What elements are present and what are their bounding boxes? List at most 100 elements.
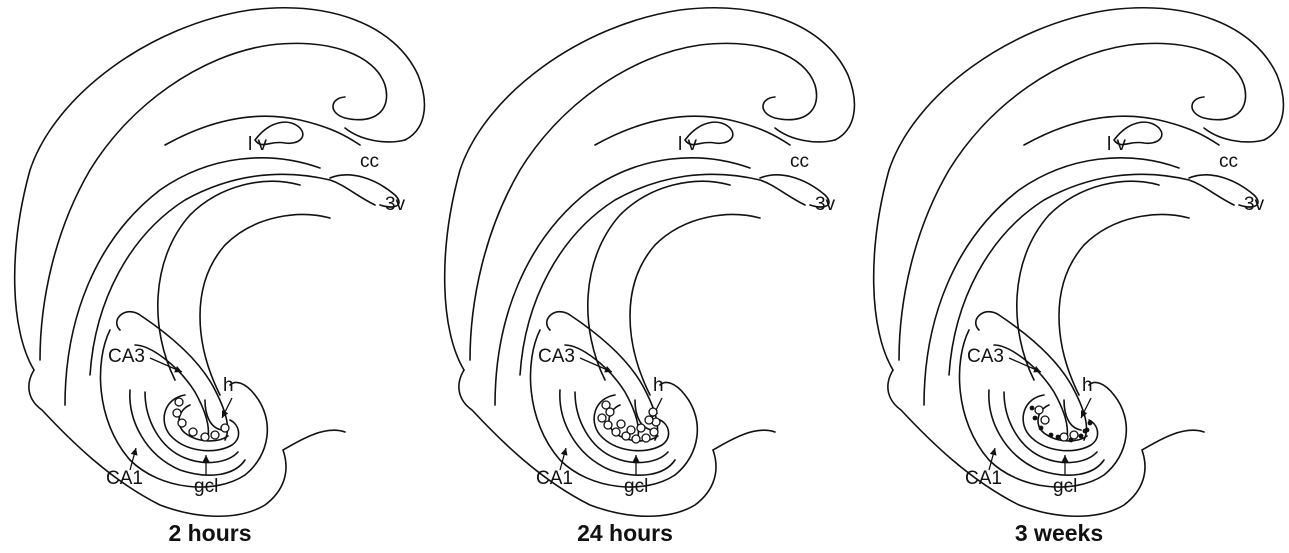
white-matter-arc-outer bbox=[65, 158, 320, 405]
thalamus-boundary bbox=[588, 181, 730, 380]
cingulate-fold bbox=[775, 128, 835, 142]
label-corpus-callosum: cc bbox=[1219, 151, 1238, 172]
labeled-cell-open bbox=[173, 409, 181, 417]
label-granule-cell-layer: gcl bbox=[1053, 476, 1077, 497]
panel-caption: 3 weeks bbox=[959, 520, 1159, 547]
label-corpus-callosum: cc bbox=[790, 151, 809, 172]
ca-field-inner bbox=[994, 345, 1067, 437]
gcl-arrow bbox=[203, 455, 210, 475]
labeled-cell-filled bbox=[1033, 416, 1038, 421]
arrow-head bbox=[1062, 455, 1069, 462]
thalamus-inner bbox=[200, 215, 330, 395]
label-hilus: h bbox=[653, 375, 664, 396]
labeled-cell-open bbox=[211, 431, 219, 439]
brain-section-drawing: l v cc 3v CA3 h CA1 gcl bbox=[859, 0, 1289, 553]
labeled-cell-open bbox=[175, 398, 183, 406]
white-matter-arc-inner bbox=[90, 174, 375, 375]
labeled-cell-open bbox=[1060, 433, 1068, 441]
labeled-cell-filled bbox=[1056, 435, 1061, 440]
white-matter-arc-outer bbox=[495, 158, 750, 405]
label-third-ventricle: 3v bbox=[385, 194, 406, 215]
labeled-cell-filled bbox=[1049, 433, 1054, 438]
arrow-head bbox=[203, 455, 210, 462]
labeled-cell-filled bbox=[1088, 421, 1093, 426]
labeled-cell-open bbox=[606, 408, 614, 416]
labeled-cell-open bbox=[604, 421, 612, 429]
labeled-cell-filled bbox=[1039, 426, 1044, 431]
labeled-cell-filled bbox=[1069, 438, 1074, 443]
temporal-lobe-contour bbox=[459, 370, 775, 516]
arrow-head bbox=[633, 455, 640, 462]
label-ca3: CA3 bbox=[967, 346, 1004, 367]
outer-cortex-contour bbox=[15, 8, 425, 370]
ca1-band-inner bbox=[1004, 392, 1097, 463]
labeled-cell-open bbox=[221, 424, 229, 432]
inner-cortex-contour bbox=[899, 43, 1246, 360]
labeled-cell-filled bbox=[1079, 434, 1084, 439]
labeled-cell-open bbox=[637, 424, 645, 432]
panel-2-hours: l v cc 3v CA3 h CA1 gcl 2 hours bbox=[0, 0, 430, 553]
thalamus-inner bbox=[1059, 215, 1189, 395]
label-ca1: CA1 bbox=[536, 468, 573, 489]
ca-field-inner bbox=[565, 345, 638, 437]
label-third-ventricle: 3v bbox=[815, 194, 836, 215]
arrow-head bbox=[561, 448, 568, 456]
labeled-cell-open bbox=[598, 414, 606, 422]
outer-cortex-contour bbox=[445, 8, 855, 370]
temporal-lobe-contour bbox=[29, 370, 345, 516]
panel-caption: 2 hours bbox=[110, 520, 310, 547]
white-matter-arc-inner bbox=[949, 174, 1234, 375]
white-matter-arc-outer bbox=[924, 158, 1179, 405]
brain-section-drawing: l v cc 3v CA3 h CA1 gcl bbox=[0, 0, 430, 553]
label-granule-cell-layer: gcl bbox=[194, 476, 218, 497]
temporal-lobe-contour bbox=[888, 370, 1204, 516]
panel-3-weeks: l v cc 3v CA3 h CA1 gcl 3 weeks bbox=[859, 0, 1289, 553]
outer-cortex-contour bbox=[874, 8, 1284, 370]
thalamus-inner bbox=[630, 215, 760, 395]
labeled-cell-open bbox=[617, 420, 625, 428]
labeled-cell-filled bbox=[1030, 406, 1035, 411]
labeled-cells bbox=[598, 401, 660, 443]
labeled-cell-open bbox=[649, 408, 657, 416]
white-matter-arc-inner bbox=[520, 174, 805, 375]
labeled-cell-open bbox=[612, 428, 620, 436]
labeled-cell-open bbox=[642, 434, 650, 442]
labeled-cell-open bbox=[1041, 416, 1049, 424]
label-granule-cell-layer: gcl bbox=[624, 476, 648, 497]
brain-section-drawing: l v cc 3v CA3 h CA1 gcl bbox=[430, 0, 860, 553]
inner-cortex-contour bbox=[40, 43, 387, 360]
cingulate-fold bbox=[345, 128, 405, 142]
labeled-cell-open bbox=[189, 428, 197, 436]
cingulate-fold bbox=[1204, 128, 1264, 142]
brain-outline bbox=[15, 8, 425, 516]
label-ca3: CA3 bbox=[538, 346, 575, 367]
labeled-cell-open bbox=[650, 428, 658, 436]
label-ca1: CA1 bbox=[965, 468, 1002, 489]
label-hilus: h bbox=[223, 375, 234, 396]
label-ca3: CA3 bbox=[108, 346, 145, 367]
panel-24-hours: l v cc 3v CA3 h CA1 gcl 24 hours bbox=[430, 0, 860, 553]
label-third-ventricle: 3v bbox=[1244, 194, 1265, 215]
label-lateral-ventricle: l v bbox=[248, 134, 268, 155]
labeled-cell-open bbox=[1035, 406, 1043, 414]
label-hilus: h bbox=[1082, 375, 1093, 396]
label-ca1: CA1 bbox=[106, 468, 143, 489]
labeled-cell-filled bbox=[1083, 429, 1088, 434]
label-lateral-ventricle: l v bbox=[1107, 134, 1127, 155]
ca-field-inner bbox=[135, 345, 208, 437]
labeled-cell-open bbox=[632, 435, 640, 443]
gcl-arrow bbox=[1062, 455, 1069, 475]
labeled-cell-open bbox=[178, 419, 186, 427]
labeled-cell-open bbox=[645, 416, 653, 424]
arrow-head bbox=[990, 448, 997, 456]
thalamus-boundary bbox=[158, 181, 300, 380]
labeled-cell-open bbox=[201, 433, 209, 441]
labeled-cell-open bbox=[627, 426, 635, 434]
label-lateral-ventricle: l v bbox=[678, 134, 698, 155]
panel-caption: 24 hours bbox=[525, 520, 725, 547]
brain-outline bbox=[874, 8, 1284, 516]
arrow-head bbox=[131, 448, 138, 456]
inner-cortex-contour bbox=[470, 43, 817, 360]
gcl-arrow bbox=[633, 455, 640, 475]
